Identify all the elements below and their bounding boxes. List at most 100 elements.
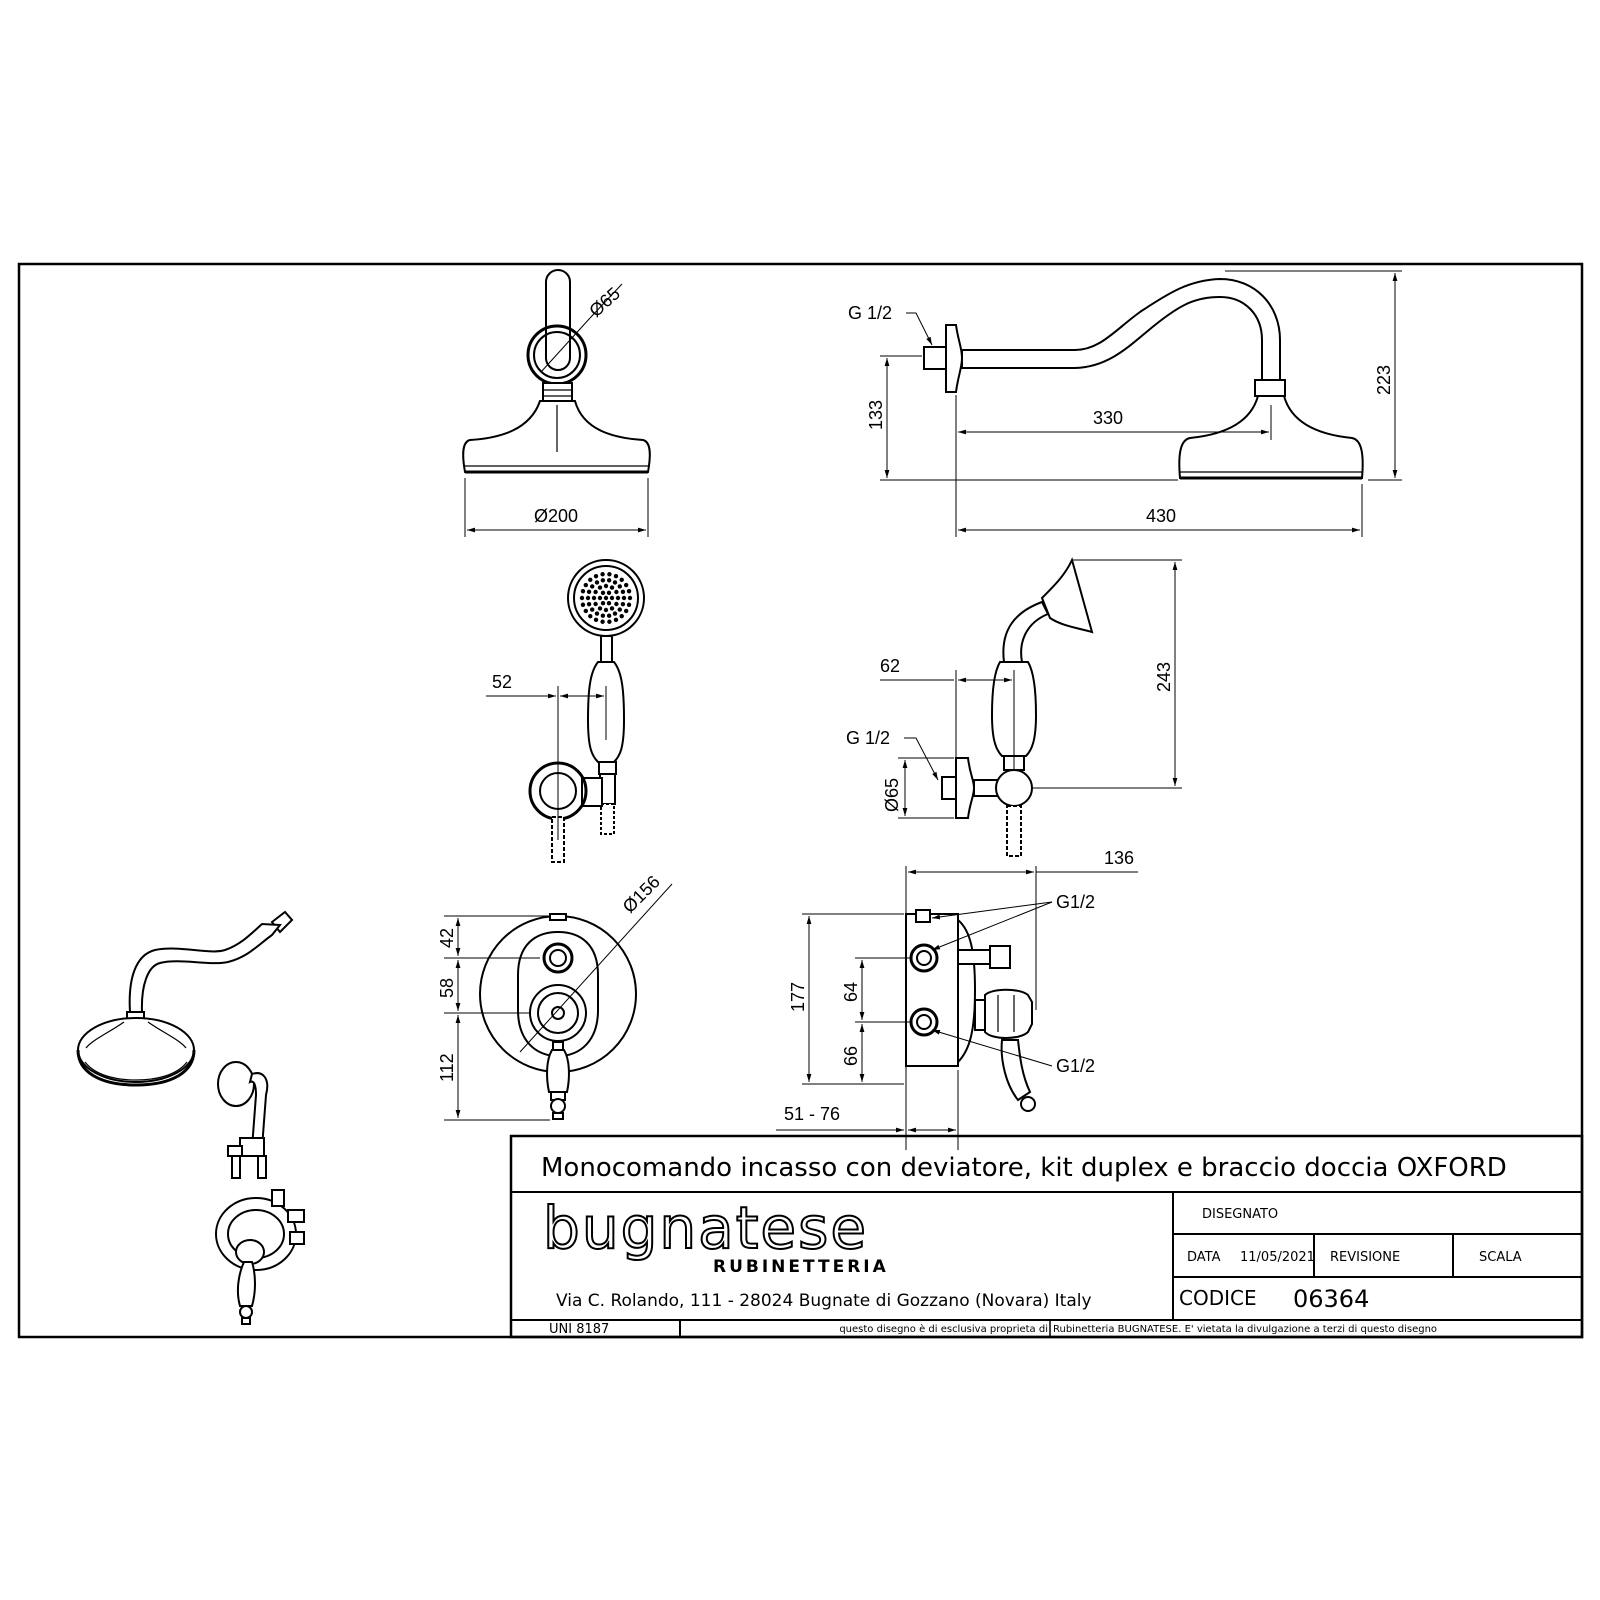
title-block: Monocomando incasso con deviatore, kit d… xyxy=(509,1134,1584,1339)
hand-shower-side-view: 62 G 1/2 Ø65 243 xyxy=(846,557,1182,857)
mixer-front-view: Ø156 42 58 112 xyxy=(437,872,673,1121)
dim-hand-offset-side: 62 xyxy=(880,656,900,676)
nozzle-dot xyxy=(600,613,606,618)
nozzle-dot xyxy=(612,611,618,616)
nozzle-dot xyxy=(597,606,603,611)
nozzle-dot xyxy=(613,617,619,623)
nozzle-dot xyxy=(609,606,615,611)
dim-mixer-plate-diameter: Ø156 xyxy=(619,872,664,917)
company-address: Via C. Rolando, 111 - 28024 Bugnate di G… xyxy=(556,1291,1092,1311)
nozzle-dot xyxy=(600,578,606,583)
nozzle-dot xyxy=(593,589,598,595)
nozzle-dot xyxy=(615,595,621,601)
dim-hand-height: 243 xyxy=(1154,662,1174,692)
nozzle-dot xyxy=(588,577,593,583)
nozzle-dot xyxy=(607,572,612,577)
nozzle-dot xyxy=(612,580,618,585)
nozzle-dot xyxy=(583,608,589,614)
nozzle-dot xyxy=(579,595,585,601)
nozzle-dot xyxy=(593,617,599,623)
shower-arm-side-view: G 1/2 133 330 430 223 xyxy=(848,270,1402,537)
nozzle-dot xyxy=(623,608,629,614)
dim-mixer-bottom: 112 xyxy=(437,1053,457,1082)
nozzle-dot xyxy=(609,585,615,590)
dim-mixer-mid: 58 xyxy=(437,978,457,998)
dim-body-upper: 64 xyxy=(841,982,861,1002)
ownership-notice-right: Rubinetteria BUGNATESE. E' vietata la di… xyxy=(1053,1324,1437,1335)
mixer-body-side-view: 136 G1/2 G1/2 177 64 66 51 - 76 xyxy=(776,848,1138,1150)
shower-head-front-view: Ø65 Ø200 xyxy=(462,269,651,537)
nozzle-dot xyxy=(606,613,612,618)
dim-body-depth: 136 xyxy=(1104,848,1134,868)
nozzle-dot xyxy=(619,577,624,583)
company-logo-sub: RUBINETTERIA xyxy=(713,1257,889,1277)
nozzle-dot xyxy=(620,589,626,595)
dim-wall-outlet-diameter: Ø65 xyxy=(882,778,902,812)
dim-thread-top: G1/2 xyxy=(1056,892,1095,912)
nozzle-dot xyxy=(588,613,593,619)
nozzle-dot xyxy=(591,595,597,601)
nozzle-dot xyxy=(600,590,606,596)
nozzle-dot xyxy=(626,602,632,607)
scala-label: SCALA xyxy=(1479,1250,1522,1265)
codice-value: 06364 xyxy=(1293,1285,1369,1313)
dim-arm-drop: 133 xyxy=(866,400,886,430)
ownership-notice-left: questo disegno è di esclusiva proprieta … xyxy=(839,1323,1048,1335)
data-label: DATA xyxy=(1187,1250,1221,1265)
nozzle-dot xyxy=(580,589,586,594)
nozzle-dot xyxy=(586,601,592,607)
nozzle-dot xyxy=(593,601,598,607)
nozzle-dot xyxy=(617,607,622,612)
nozzle-dot xyxy=(609,595,615,601)
nozzle-dot xyxy=(613,573,619,579)
nozzle-dot xyxy=(594,611,600,616)
isometric-preview xyxy=(76,910,305,1325)
nozzle-dot xyxy=(600,600,606,606)
dim-head-width: Ø200 xyxy=(534,506,578,526)
dim-thread-bottom: G1/2 xyxy=(1056,1056,1095,1076)
nozzle-dot xyxy=(603,607,609,613)
nozzle-dot xyxy=(619,613,624,619)
nozzle-dot xyxy=(603,595,609,601)
company-logo: bugnatese xyxy=(543,1194,868,1262)
hand-shower-front-view: 52 xyxy=(486,559,645,863)
dim-mixer-top: 42 xyxy=(437,928,457,948)
nozzle-dot xyxy=(603,583,609,589)
nozzle-dot xyxy=(617,584,622,589)
nozzle-dot xyxy=(586,589,592,595)
drawing-title: Monocomando incasso con deviatore, kit d… xyxy=(541,1153,1507,1183)
dim-wall-depth: 51 - 76 xyxy=(784,1104,840,1124)
data-value: 11/05/2021 xyxy=(1240,1250,1315,1265)
nozzle-dot xyxy=(600,572,605,577)
nozzle-dot xyxy=(583,582,589,588)
nozzle-dot xyxy=(590,584,595,589)
nozzle-dot xyxy=(607,619,612,624)
nozzle-dot xyxy=(600,619,605,624)
dim-head-top-diameter: Ø65 xyxy=(585,283,624,321)
nozzle-dot xyxy=(606,600,612,606)
disegnato-label: DISEGNATO xyxy=(1202,1207,1278,1222)
dim-arm-total-height: 223 xyxy=(1374,365,1394,395)
dim-body-lower: 66 xyxy=(841,1046,861,1066)
nozzle-dot xyxy=(614,589,619,595)
nozzle-dot xyxy=(580,602,586,607)
nozzle-dot xyxy=(585,595,591,601)
dim-body-height: 177 xyxy=(788,982,808,1012)
nozzle-dot xyxy=(623,582,629,588)
codice-label: CODICE xyxy=(1179,1286,1257,1310)
standard-label: UNI 8187 xyxy=(549,1322,609,1337)
nozzle-dot xyxy=(593,573,599,579)
dim-arm-reach: 330 xyxy=(1093,408,1123,428)
nozzle-dot xyxy=(606,578,612,583)
nozzle-dot xyxy=(594,580,600,585)
dim-arm-total-length: 430 xyxy=(1146,506,1176,526)
nozzle-dot xyxy=(620,601,626,607)
nozzle-dot xyxy=(606,590,612,596)
nozzle-dot xyxy=(614,601,619,607)
nozzle-dot xyxy=(621,595,627,601)
nozzle-dot xyxy=(597,585,603,590)
nozzle-dot xyxy=(590,607,595,612)
dim-thread-arm: G 1/2 xyxy=(848,303,892,323)
revisione-label: REVISIONE xyxy=(1330,1250,1400,1265)
